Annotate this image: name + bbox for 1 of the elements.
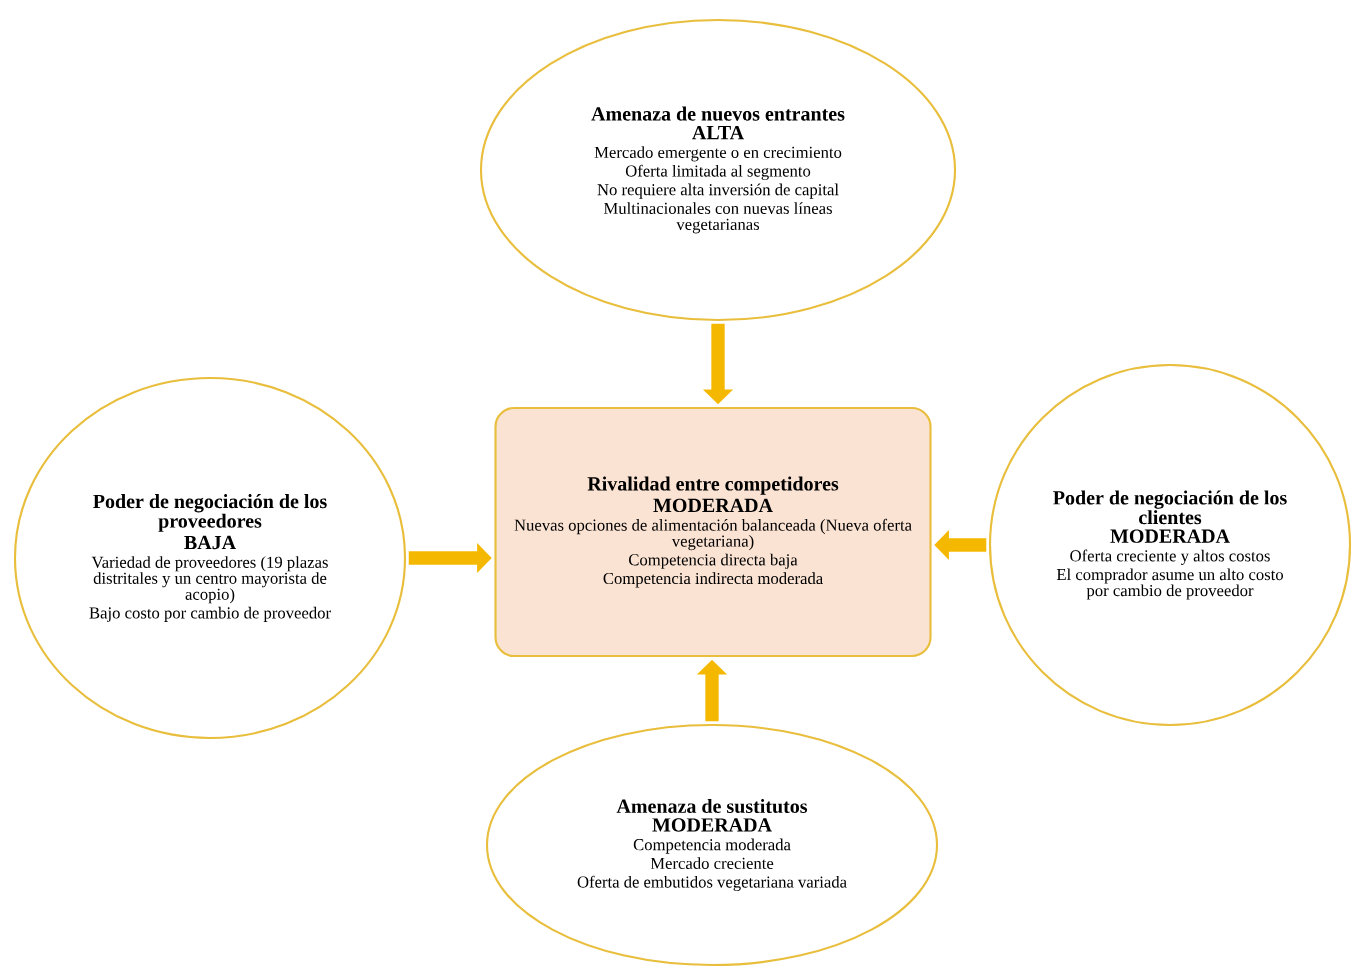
rivalry-box: Rivalidad entre competidores MODERADA Nuevas opciones de alimentación balanceada (Nueva oferta vegetariana) Competencia directa baja Competencia indirecta moderada — [494, 406, 932, 658]
